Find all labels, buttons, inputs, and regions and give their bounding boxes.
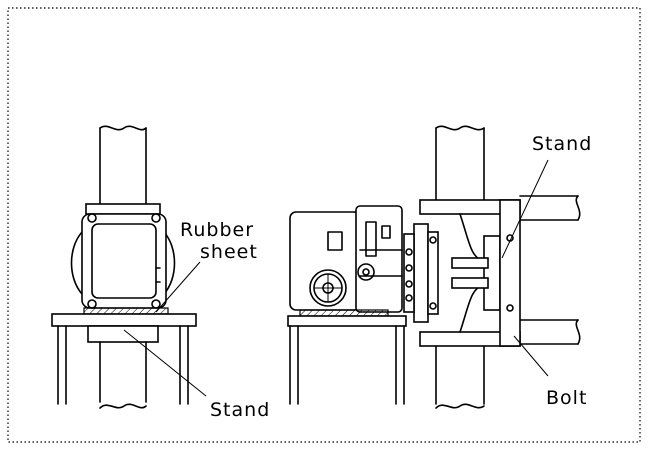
right-flange [403, 223, 439, 323]
leader-bolt [513, 335, 549, 377]
right-rubber-sheet [299, 309, 389, 317]
drawing-border [7, 7, 641, 443]
label-stand-right: Stand [532, 133, 592, 155]
label-rubber-sheet-line2: sheet [200, 241, 258, 263]
leader-stand-right [501, 159, 549, 259]
right-view [287, 125, 581, 409]
right-vertical-pipe [435, 125, 485, 409]
left-lower-pipe [99, 341, 147, 409]
label-bolt: Bolt [546, 387, 587, 409]
left-rubber-sheet [83, 307, 169, 315]
position-indicator-dial [309, 263, 375, 307]
leader-rubber-sheet [155, 261, 201, 313]
left-view [51, 125, 207, 409]
left-actuator-housing [81, 213, 167, 309]
right-stand-plate [287, 315, 407, 327]
right-clamp-bracket [419, 199, 521, 347]
left-upper-pipe [99, 125, 147, 205]
label-rubber-sheet-line1: Rubber [180, 219, 254, 241]
right-actuator-body [289, 205, 403, 313]
label-stand-left: Stand [210, 399, 270, 421]
left-stand-collar [87, 325, 159, 343]
left-round-body [70, 231, 83, 295]
left-top-flange [85, 203, 161, 215]
leader-stand-left [123, 329, 207, 397]
right-horizontal-pipes [519, 195, 581, 345]
left-stand-plate [51, 313, 197, 327]
